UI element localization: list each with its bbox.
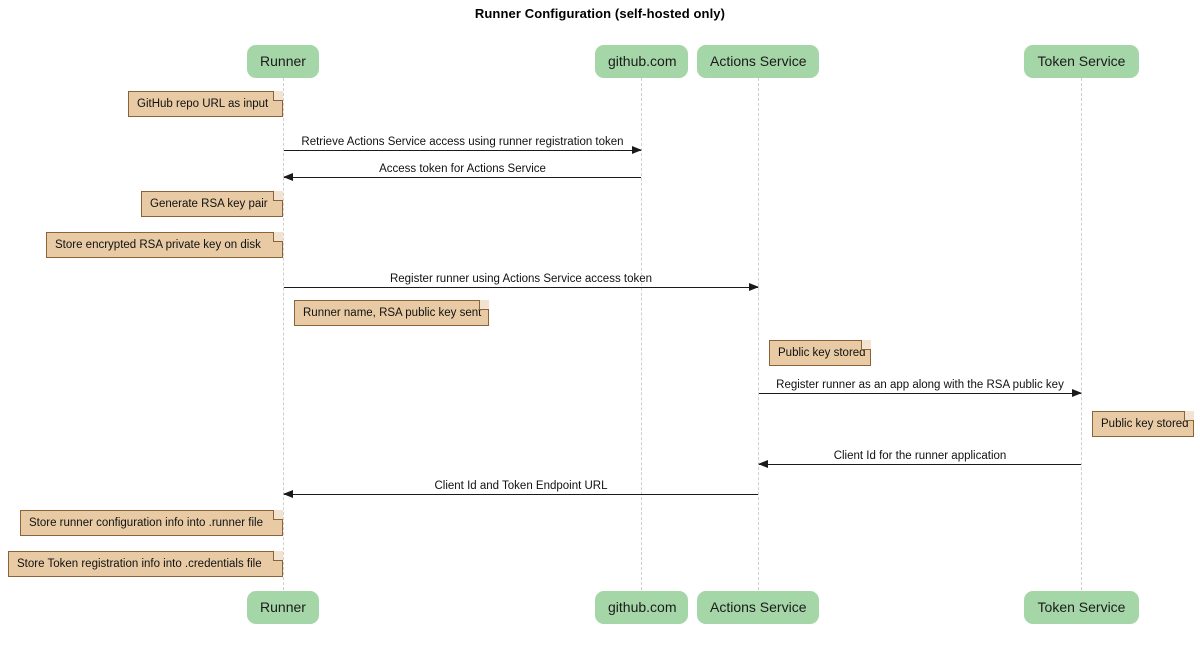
participant-actions-bottom[interactable]: Actions Service: [697, 591, 819, 624]
note-fold-icon: [861, 340, 871, 350]
participant-github-top[interactable]: github.com: [595, 45, 688, 78]
note-generate-rsa-key-pair: Generate RSA key pair: [141, 191, 283, 217]
note-fold-icon: [273, 91, 283, 101]
note-runner-name-rsa-public-key-sent: Runner name, RSA public key sent: [294, 300, 489, 326]
participant-runner-top[interactable]: Runner: [247, 45, 319, 78]
lifeline-token: [1081, 78, 1082, 590]
arrowhead-left-icon: [283, 489, 293, 498]
arrowhead-right-icon: [1072, 388, 1082, 397]
message-access-token-for-actions: Access token for Actions Service: [283, 163, 641, 181]
participant-token-top[interactable]: Token Service: [1024, 45, 1139, 78]
message-client-id-and-token-endpoint-url: Client Id and Token Endpoint URL: [283, 480, 758, 498]
participant-actions-top[interactable]: Actions Service: [697, 45, 819, 78]
note-fold-icon: [273, 232, 283, 242]
arrowhead-right-icon: [632, 145, 642, 154]
arrowhead-right-icon: [749, 282, 759, 291]
arrowhead-left-icon: [758, 459, 768, 468]
note-label: Public key stored: [778, 347, 866, 359]
note-public-key-stored-actions: Public key stored: [769, 340, 871, 366]
note-fold-icon: [273, 551, 283, 561]
participant-runner-bottom[interactable]: Runner: [247, 591, 319, 624]
note-github-repo-url: GitHub repo URL as input: [128, 91, 283, 117]
note-label: Store runner configuration info into .ru…: [29, 517, 263, 529]
message-register-runner-as-app: Register runner as an app along with the…: [759, 379, 1082, 397]
message-register-runner-using-token: Register runner using Actions Service ac…: [284, 273, 759, 291]
note-fold-icon: [1184, 411, 1194, 421]
message-label: Register runner as an app along with the…: [776, 379, 1064, 391]
message-label: Access token for Actions Service: [379, 163, 546, 175]
message-label: Client Id for the runner application: [833, 450, 1007, 462]
note-label: Generate RSA key pair: [150, 198, 268, 210]
note-public-key-stored-token: Public key stored: [1092, 411, 1194, 437]
note-fold-icon: [273, 191, 283, 201]
message-label: Client Id and Token Endpoint URL: [434, 480, 608, 492]
note-label: GitHub repo URL as input: [137, 98, 269, 110]
message-label: Register runner using Actions Service ac…: [389, 273, 653, 285]
note-label: Store Token registration info into .cred…: [17, 558, 262, 570]
note-label: Store encrypted RSA private key on disk: [55, 239, 261, 251]
note-label: Public key stored: [1101, 418, 1189, 430]
participant-github-bottom[interactable]: github.com: [595, 591, 688, 624]
note-store-token-registration-info: Store Token registration info into .cred…: [8, 551, 283, 577]
note-store-encrypted-rsa-private-key: Store encrypted RSA private key on disk: [46, 232, 283, 258]
participant-token-bottom[interactable]: Token Service: [1024, 591, 1139, 624]
lifeline-actions: [758, 78, 759, 590]
lifeline-github: [641, 78, 642, 590]
lifeline-runner: [283, 78, 284, 590]
message-label: Retrieve Actions Service access using ru…: [301, 136, 624, 148]
message-client-id-for-runner-app: Client Id for the runner application: [758, 450, 1081, 468]
message-retrieve-actions-access: Retrieve Actions Service access using ru…: [284, 136, 642, 154]
note-fold-icon: [273, 510, 283, 520]
page-title: Runner Configuration (self-hosted only): [474, 6, 726, 21]
arrowhead-left-icon: [283, 172, 293, 181]
note-fold-icon: [479, 300, 489, 310]
note-store-runner-configuration-info: Store runner configuration info into .ru…: [20, 510, 283, 536]
note-label: Runner name, RSA public key sent: [303, 307, 482, 319]
